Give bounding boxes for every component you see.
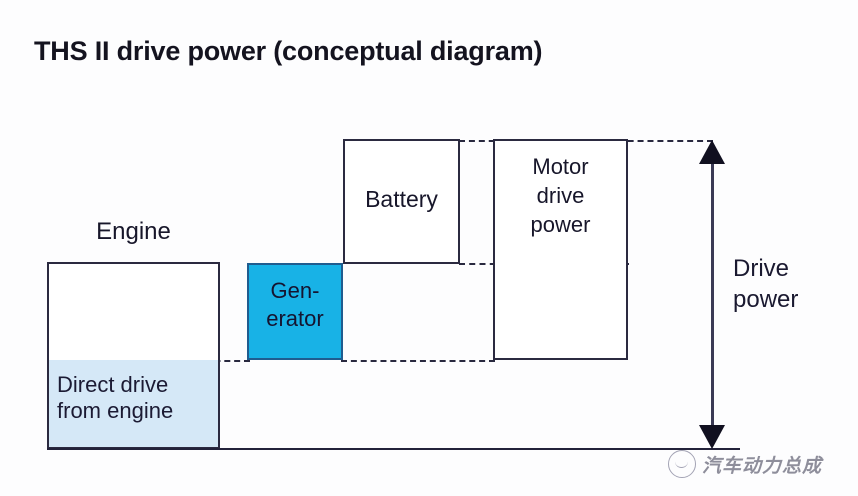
- dashed-line-generator-bottom: [341, 360, 495, 362]
- baseline-axis: [47, 448, 740, 450]
- generator-box: [247, 263, 343, 360]
- drive-power-label: Drive power: [733, 255, 799, 313]
- motor-drive-power-box: [493, 139, 628, 360]
- arrow-up-icon: [699, 140, 725, 164]
- direct-drive-label: Direct drive from engine: [57, 372, 174, 423]
- page-title: THS II drive power (conceptual diagram): [34, 36, 543, 66]
- motor-drive-power-label: Motor drive power: [530, 154, 591, 237]
- arrow-down-icon: [699, 425, 725, 449]
- engine-title: Engine: [96, 218, 171, 245]
- engine-upper-segment: [49, 264, 218, 360]
- engine-direct-drive-segment: [49, 360, 218, 447]
- watermark-text: 汽车动力总成: [702, 455, 823, 477]
- generator-label: Gen- erator: [266, 278, 324, 331]
- drive-power-arrow-shaft: [711, 148, 714, 441]
- circle-logo-icon: [668, 450, 696, 478]
- watermark: 汽车动力总成: [668, 450, 822, 478]
- battery-box: [343, 139, 460, 264]
- engine-box: [47, 262, 220, 449]
- battery-label: Battery: [365, 186, 438, 212]
